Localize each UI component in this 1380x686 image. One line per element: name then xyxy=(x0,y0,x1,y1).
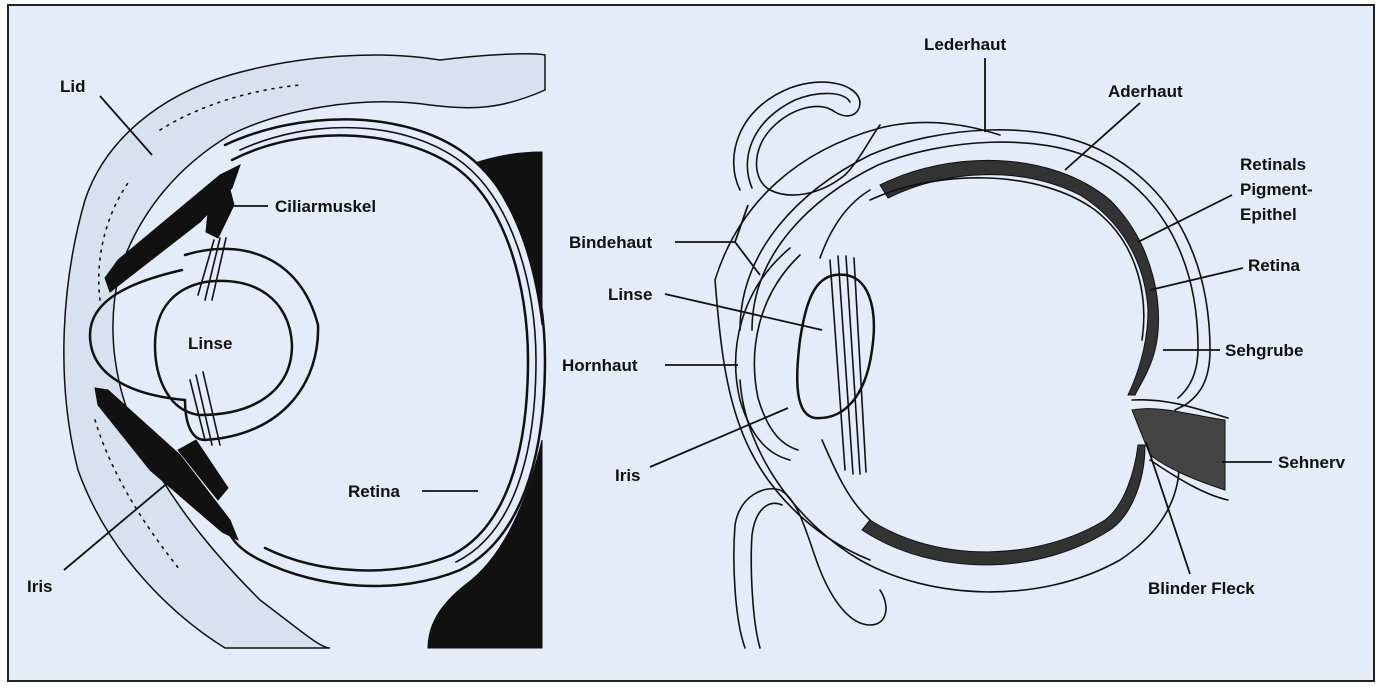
label-linse-left: Linse xyxy=(188,334,232,353)
label-hornhaut: Hornhaut xyxy=(562,356,638,375)
label-aderhaut: Aderhaut xyxy=(1108,82,1183,101)
label-pigment-line3: Epithel xyxy=(1240,205,1297,224)
label-blinder-fleck: Blinder Fleck xyxy=(1148,579,1255,598)
label-pigment-line1: Retinals xyxy=(1240,155,1306,174)
label-sehgrube: Sehgrube xyxy=(1225,341,1303,360)
label-lid: Lid xyxy=(60,77,86,96)
label-retina-left: Retina xyxy=(348,482,401,501)
label-iris-right: Iris xyxy=(615,466,641,485)
label-retina-right: Retina xyxy=(1248,256,1301,275)
label-iris-left: Iris xyxy=(27,577,53,596)
label-linse-right: Linse xyxy=(608,285,652,304)
label-lederhaut: Lederhaut xyxy=(924,35,1007,54)
label-sehnerv: Sehnerv xyxy=(1278,453,1346,472)
label-pigment-line2: Pigment- xyxy=(1240,180,1313,199)
label-ciliarmuskel: Ciliarmuskel xyxy=(275,197,376,216)
label-bindehaut: Bindehaut xyxy=(569,233,652,252)
